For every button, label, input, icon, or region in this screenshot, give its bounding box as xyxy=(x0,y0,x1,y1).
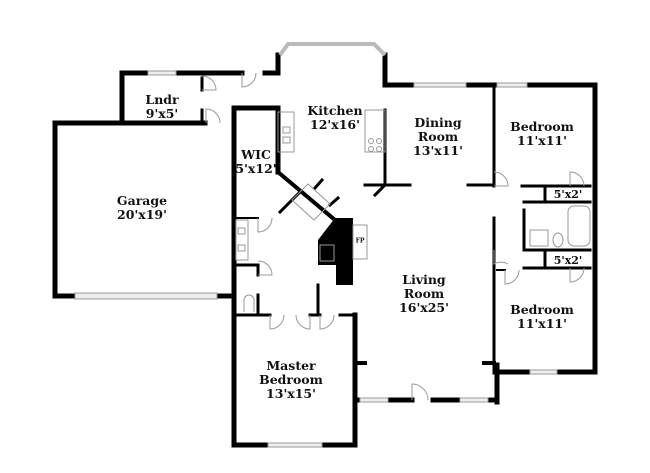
room-label-closet-1: 5'x2' xyxy=(554,188,583,202)
doors-fixtures xyxy=(201,72,591,401)
room-name: Bedroom xyxy=(510,302,574,317)
room-name: Living xyxy=(402,272,446,287)
garage-door xyxy=(74,292,218,300)
room-name: Garage xyxy=(116,193,168,208)
room-size: 13'x11' xyxy=(413,143,463,158)
room-name: Dining xyxy=(414,115,462,130)
room-label-bedroom-2: Bedroom 11'x11' xyxy=(510,303,574,331)
room-size: 5'x12' xyxy=(235,161,277,176)
room-name: WIC xyxy=(241,147,271,162)
room-name: Room xyxy=(417,129,459,144)
fireplace-mass xyxy=(318,218,353,285)
room-size: 5'x2' xyxy=(553,254,583,267)
room-label-master: Master Bedroom 13'x15' xyxy=(259,359,323,401)
fireplace-label: FP xyxy=(356,238,365,245)
room-name: Room xyxy=(403,286,445,301)
room-label-garage: Garage 20'x19' xyxy=(117,194,167,222)
room-size: 20'x19' xyxy=(117,207,167,222)
room-label-laundry: Lndr 9'x5' xyxy=(145,93,178,121)
room-name: Kitchen xyxy=(307,103,363,118)
room-name: Lndr xyxy=(145,92,179,107)
room-label-bedroom-1: Bedroom 11'x11' xyxy=(510,120,574,148)
room-size: 12'x16' xyxy=(310,117,360,132)
room-size: 11'x11' xyxy=(517,316,567,331)
room-size: 5'x2' xyxy=(553,188,583,201)
room-size: 16'x25' xyxy=(399,300,449,315)
windows xyxy=(74,42,558,448)
room-label-living: Living Room 16'x25' xyxy=(399,273,449,315)
room-name: Master xyxy=(266,358,316,373)
room-size: 13'x15' xyxy=(266,386,316,401)
room-label-kitchen: Kitchen 12'x16' xyxy=(307,104,362,132)
room-size: 9'x5' xyxy=(145,106,179,121)
room-size: 11'x11' xyxy=(517,133,567,148)
room-label-closet-2: 5'x2' xyxy=(554,254,583,268)
fireplace-text: FP xyxy=(355,237,365,245)
room-label-wic: WIC 5'x12' xyxy=(235,148,276,176)
fireplace-hearth xyxy=(352,224,368,260)
room-name: Bedroom xyxy=(510,119,574,134)
room-name: Bedroom xyxy=(259,372,323,387)
room-label-dining: Dining Room 13'x11' xyxy=(413,116,463,158)
